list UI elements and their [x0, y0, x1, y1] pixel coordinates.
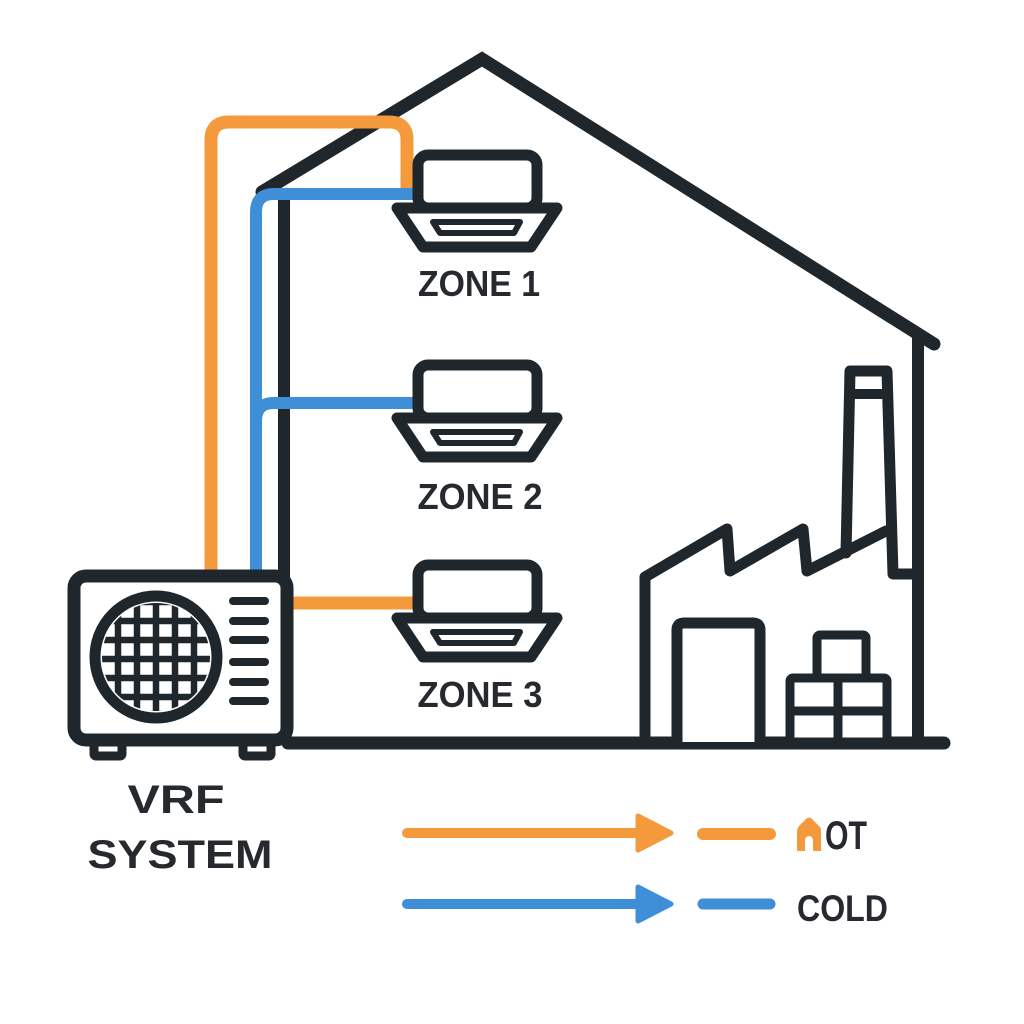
- slat: [229, 617, 269, 625]
- cassette-body: [412, 149, 543, 214]
- cassette-grille: [391, 202, 563, 253]
- hot-flow-arrow-icon: [402, 813, 821, 853]
- legend-hot-label: OT: [825, 814, 867, 858]
- factory-door: [671, 617, 766, 748]
- slat: [229, 678, 269, 686]
- factory-crates: [785, 630, 892, 747]
- hot-arrow-head: [635, 813, 674, 853]
- hot-pipe-lines: [204, 115, 421, 610]
- factory-chimney: [840, 365, 923, 580]
- unit-side-slats: [229, 597, 269, 705]
- cassette-vent-slit: [430, 219, 523, 236]
- cold-pipe-to-zone-2: [250, 397, 421, 427]
- vrf-outdoor-unit-icon: [67, 569, 294, 761]
- house-roof: [255, 51, 941, 351]
- hot-pipe-to-zone-1: [204, 115, 414, 587]
- factory-icon: [639, 365, 923, 748]
- slat: [229, 697, 269, 705]
- cold-flow-arrow-icon: [402, 884, 776, 924]
- cassette-body: [412, 559, 543, 624]
- zone-3-ceiling-cassette-icon: [391, 559, 563, 663]
- factory-sawtooth-roof: [639, 523, 892, 748]
- crate-top: [812, 630, 871, 683]
- legend: [402, 813, 821, 924]
- zone-2-ceiling-cassette-icon: [391, 359, 563, 463]
- zone-2-label: ZONE 2: [418, 476, 543, 517]
- zone-1-ceiling-cassette-icon: [391, 149, 563, 253]
- unit-fan-grille: [102, 603, 210, 711]
- vrf-system-label-line2: SYSTEM: [88, 833, 273, 877]
- orange-house-h-glyph: [797, 817, 821, 851]
- cassette-body: [412, 359, 543, 424]
- cold-pipe-lines: [250, 188, 421, 586]
- cassette-vent-slit: [430, 429, 523, 446]
- vrf-system-label-line1: VRF: [128, 778, 225, 822]
- cassette-vent-slit: [430, 629, 523, 646]
- fan-grille-vertical-bars: [114, 603, 198, 711]
- zone-1-label: ZONE 1: [418, 263, 540, 304]
- cassette-grille: [391, 612, 563, 663]
- cold-pipe-to-zone-1: [250, 188, 421, 586]
- slat: [229, 658, 269, 666]
- zone-3-label: ZONE 3: [418, 674, 543, 715]
- slat: [229, 636, 269, 644]
- cold-arrow-head: [635, 884, 674, 924]
- cassette-grille: [391, 412, 563, 463]
- legend-cold-label: COLD: [797, 888, 888, 929]
- diagram-labels: ZONE 1 ZONE 2 ZONE 3 VRF SYSTEM OT COLD: [88, 263, 889, 929]
- slat: [229, 597, 269, 605]
